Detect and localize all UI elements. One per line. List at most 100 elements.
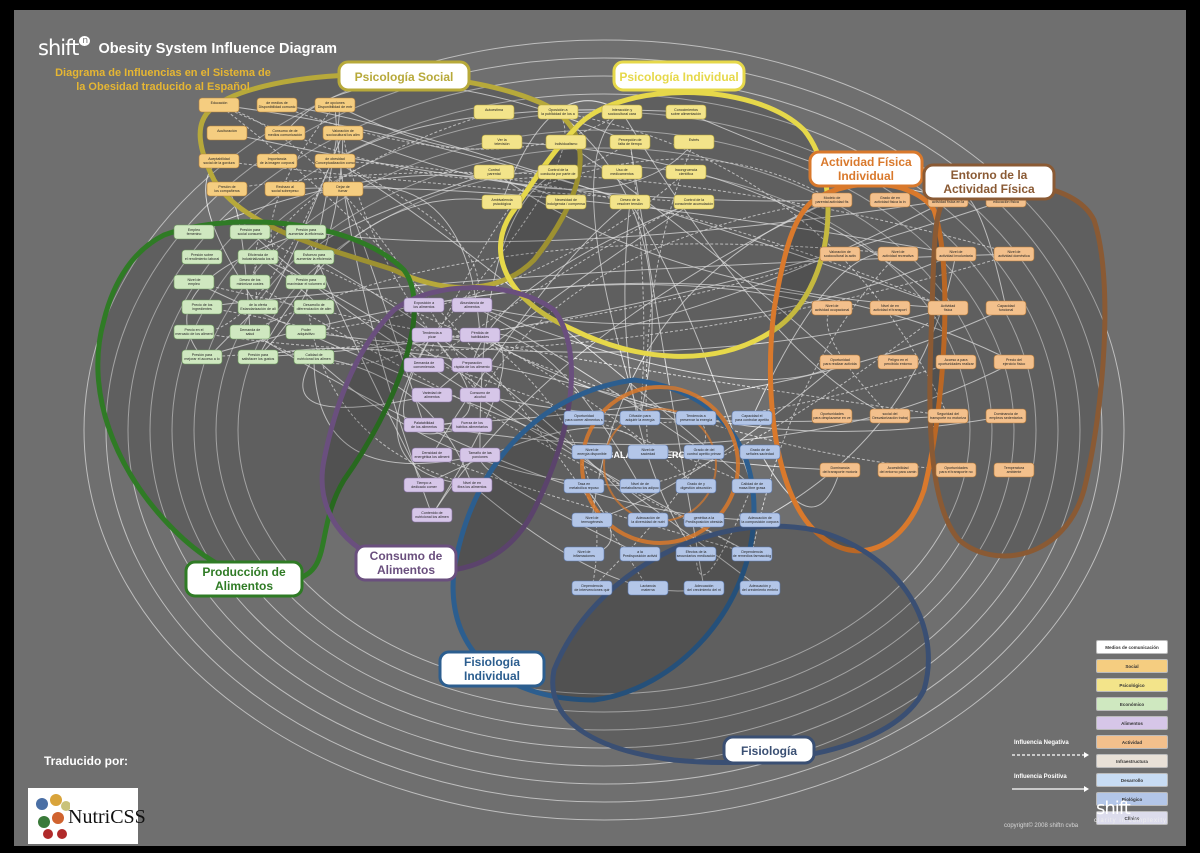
cluster-regions	[95, 72, 1108, 765]
factor-node-box	[993, 462, 1035, 478]
factor-node-box	[601, 164, 643, 180]
footer-brand: shift	[1096, 798, 1131, 819]
influence-link	[342, 188, 425, 426]
factor-node-box	[198, 153, 240, 169]
cluster-label-box	[722, 735, 816, 765]
factor-node-box	[673, 194, 715, 210]
influence-link	[334, 160, 949, 309]
factor-node-box	[819, 246, 861, 262]
cluster-label-box	[337, 60, 471, 92]
factor-node: Autoestima	[473, 104, 515, 120]
factor-node-box	[173, 274, 215, 290]
factor-node-box	[683, 580, 725, 596]
outer-influence-loop	[215, 147, 993, 713]
legend-positive: Influencia Positiva	[1014, 774, 1067, 780]
influence-link	[471, 304, 841, 381]
influence-link	[305, 281, 473, 486]
cluster-label-text: Psicología Individual	[619, 70, 738, 84]
influence-link	[501, 158, 833, 203]
influence-link	[639, 307, 949, 487]
legend-positive-arrow	[1012, 786, 1089, 792]
brand-mark: n	[79, 36, 91, 46]
cluster-label-box	[184, 560, 304, 598]
factor-node-box	[473, 104, 515, 120]
factor-node-box	[481, 194, 523, 210]
legend-item: Medios de comunicación	[1096, 640, 1168, 654]
factor-node-box	[811, 192, 853, 208]
factor-node-box	[473, 164, 515, 180]
influence-link	[471, 201, 695, 366]
factor-node-box	[181, 349, 223, 365]
legend-item: Social	[1096, 659, 1168, 673]
factor-node-box	[877, 354, 919, 370]
legend-negative-arrow	[1012, 752, 1089, 758]
outer-influence-loop	[105, 57, 1103, 803]
influence-link	[431, 201, 631, 456]
influence-link	[276, 104, 631, 203]
factor-node-box	[237, 299, 279, 315]
factor-node-label: Autoestima	[485, 108, 503, 112]
influence-link	[695, 485, 753, 576]
factor-node-box	[293, 299, 335, 315]
factor-node-box	[229, 274, 271, 290]
factor-node-box	[293, 349, 335, 365]
cluster-region-fisiologia-individual	[450, 377, 757, 703]
factor-node-box	[411, 507, 453, 523]
cluster-label-text: Fisiología	[741, 744, 797, 758]
factor-node-box	[264, 181, 306, 197]
factor-node-box	[665, 104, 707, 120]
